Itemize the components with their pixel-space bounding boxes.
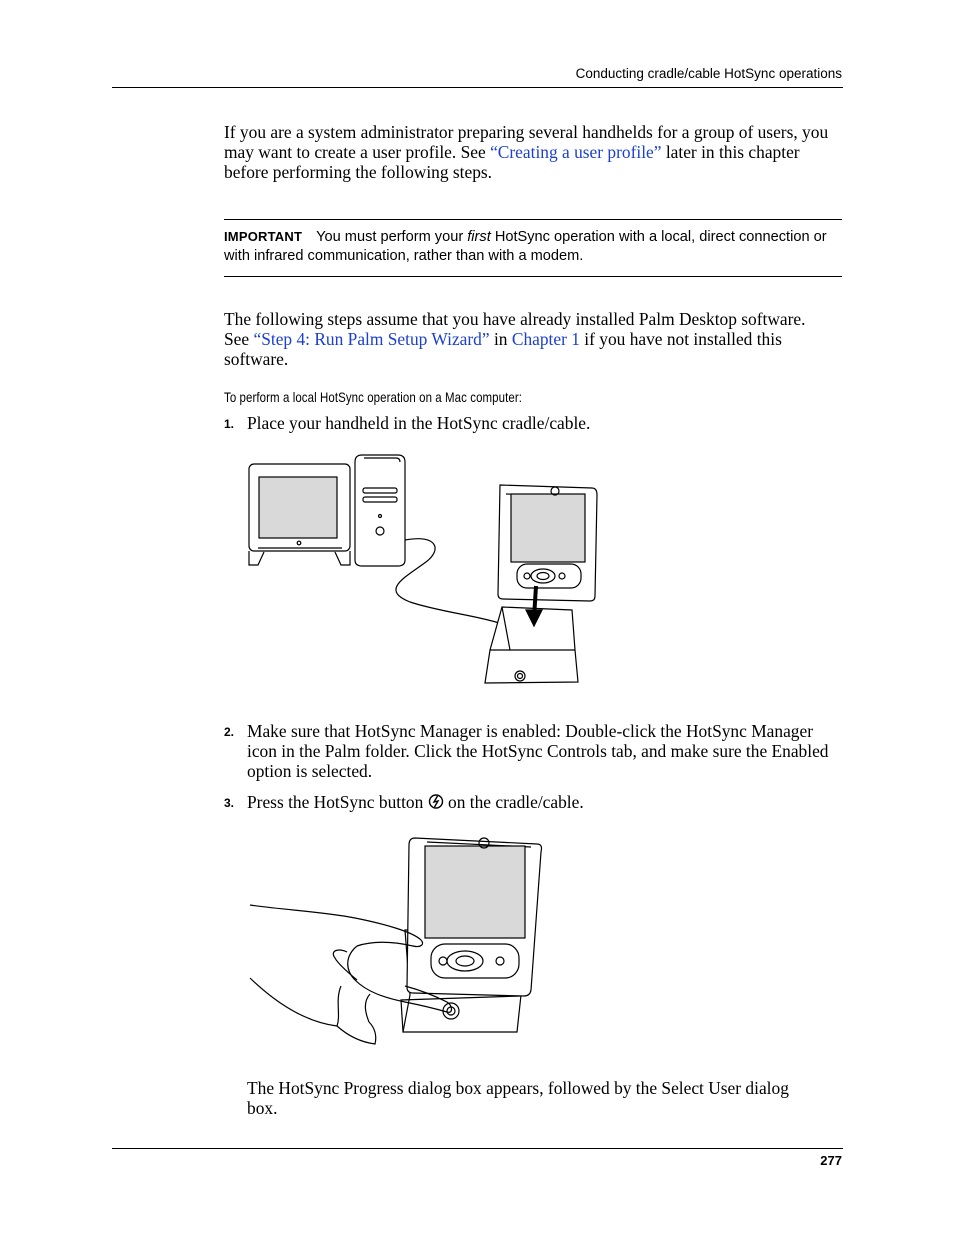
important-emphasis: first: [467, 229, 491, 245]
assume-text-1: The following steps assume that you have…: [224, 309, 806, 349]
header-rule: [112, 87, 843, 88]
important-label: IMPORTANT: [224, 229, 303, 244]
intro-text-1: If you are a system administrator prepar…: [224, 122, 829, 162]
assume-paragraph: The following steps assume that you have…: [224, 309, 824, 369]
step-3-text-after: on the cradle/cable.: [443, 792, 584, 812]
hotsync-icon: [428, 793, 444, 814]
running-header: Conducting cradle/cable HotSync operatio…: [575, 66, 842, 81]
footer-rule: [112, 1148, 843, 1149]
step-2-number: 2.: [224, 725, 235, 739]
step-3-text: Press the HotSync button on the cradle/c…: [247, 792, 837, 814]
result-paragraph: The HotSync Progress dialog box appears,…: [247, 1078, 789, 1118]
creating-user-profile-link[interactable]: “Creating a user profile”: [490, 142, 662, 162]
step-3-text-before: Press the HotSync button: [247, 792, 428, 812]
step-1-text: Place your handheld in the HotSync cradl…: [247, 413, 591, 433]
step-3-number: 3.: [224, 796, 235, 810]
page-number: 277: [820, 1153, 842, 1168]
hotsync-setup-illustration: [248, 454, 598, 684]
note-bottom-rule: [224, 276, 842, 277]
important-text-2: HotSync operation with a local, direct c…: [224, 229, 827, 264]
step-1-number: 1.: [224, 417, 235, 431]
step-2-text: Make sure that HotSync Manager is enable…: [247, 721, 829, 781]
procedure-heading: To perform a local HotSync operation on …: [224, 389, 523, 405]
intro-paragraph: If you are a system administrator prepar…: [224, 122, 846, 182]
important-text-1: You must perform your: [316, 229, 468, 245]
note-top-rule: [224, 219, 842, 220]
important-note: IMPORTANT You must perform your first Hot…: [224, 227, 836, 266]
intro-text-2: later in this chapter before performing …: [224, 142, 800, 182]
assume-text-2: in: [489, 329, 512, 349]
chapter-1-link[interactable]: Chapter 1: [511, 329, 580, 349]
palm-setup-wizard-link[interactable]: “Step 4: Run Palm Setup Wizard”: [253, 329, 490, 349]
press-hotsync-illustration: [249, 837, 543, 1045]
assume-text-3: if you have not installed this software.: [224, 329, 782, 369]
